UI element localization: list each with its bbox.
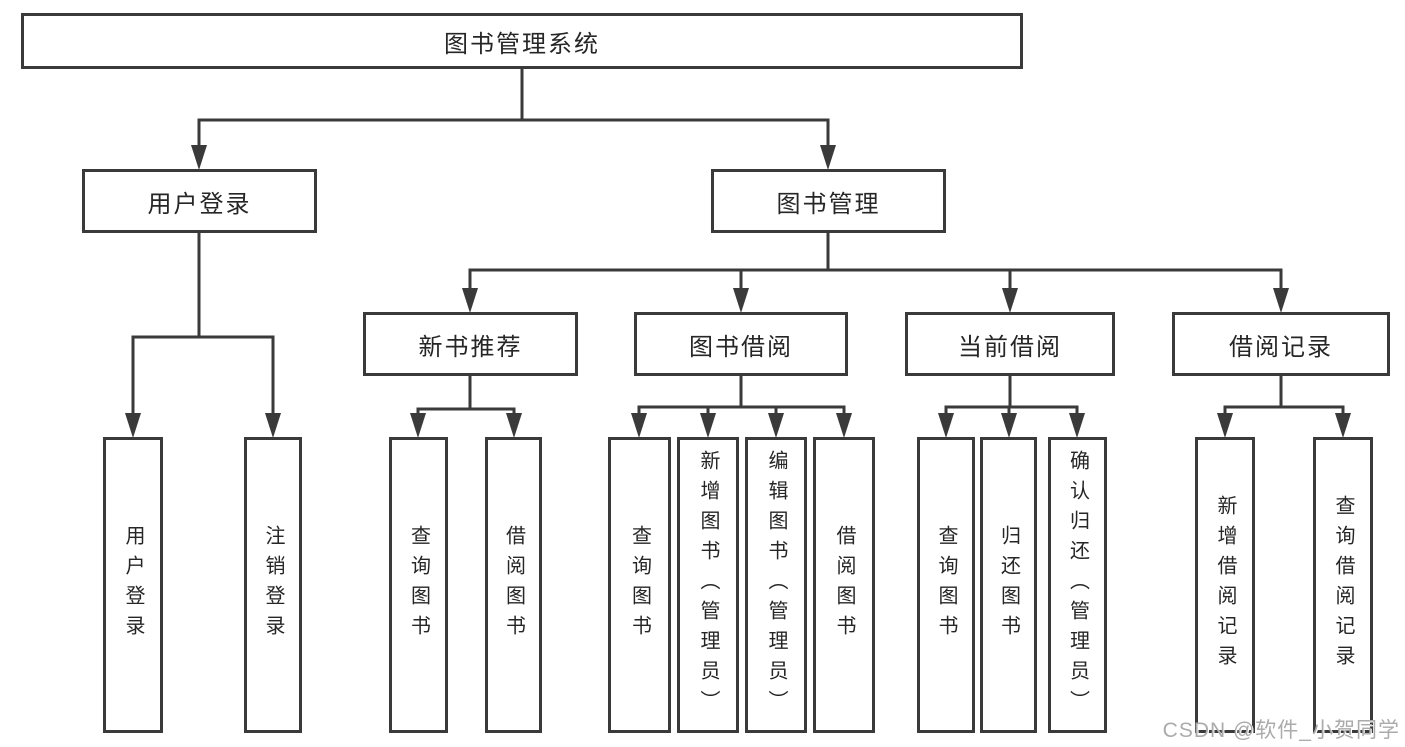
node-leaf-add-borrow-record: 新增借阅记录 xyxy=(1195,437,1255,733)
node-leaf-borrow-books: 借阅图书 xyxy=(485,437,542,733)
node-label: 当前借阅 xyxy=(958,333,1062,361)
node-book-management: 图书管理 xyxy=(711,169,946,233)
node-leaf-borrow-books: 借阅图书 xyxy=(813,437,875,733)
node-leaf-query-books: 查询图书 xyxy=(608,437,671,733)
node-label: 图书借阅 xyxy=(689,333,793,361)
csdn-watermark: CSDN @软件_小贺同学 xyxy=(1162,719,1400,742)
node-label: 用户登录 xyxy=(147,190,252,218)
node-label: 编辑图书（管理员） xyxy=(765,450,787,720)
node-leaf-query-books: 查询图书 xyxy=(917,437,975,733)
node-label: 查询图书 xyxy=(407,525,430,645)
node-user-login: 用户登录 xyxy=(82,169,317,233)
node-label: 归还图书 xyxy=(997,525,1020,645)
node-label: 借阅图书 xyxy=(833,525,855,645)
node-leaf-logout: 注销登录 xyxy=(244,437,302,733)
node-borrowing-records: 借阅记录 xyxy=(1172,312,1390,376)
node-label: 注销登录 xyxy=(262,525,284,645)
node-leaf-query-books: 查询图书 xyxy=(389,437,448,733)
node-label: 查询图书 xyxy=(935,525,957,645)
node-label: 借阅记录 xyxy=(1229,333,1333,361)
node-leaf-add-books-admin: 新增图书（管理员） xyxy=(677,437,739,733)
node-label: 确认归还（管理员） xyxy=(1066,450,1089,720)
node-leaf-edit-books-admin: 编辑图书（管理员） xyxy=(745,437,807,733)
node-label: 查询图书 xyxy=(628,525,651,645)
node-leaf-query-borrow-record: 查询借阅记录 xyxy=(1313,437,1373,733)
node-label: 查询借阅记录 xyxy=(1332,495,1354,675)
node-label: 用户登录 xyxy=(122,525,144,645)
node-new-book-recommend: 新书推荐 xyxy=(363,312,578,376)
node-label: 新增借阅记录 xyxy=(1214,495,1236,675)
node-current-borrowing: 当前借阅 xyxy=(905,312,1115,376)
node-label: 借阅图书 xyxy=(502,525,525,645)
node-leaf-return-books: 归还图书 xyxy=(980,437,1037,733)
node-book-borrowing: 图书借阅 xyxy=(634,312,848,376)
node-label: 新书推荐 xyxy=(418,333,523,361)
node-leaf-confirm-return-admin: 确认归还（管理员） xyxy=(1048,437,1107,733)
node-label: 图书管理 xyxy=(776,190,881,218)
node-label: 新增图书（管理员） xyxy=(697,450,719,720)
node-leaf-user-login: 用户登录 xyxy=(103,437,163,733)
node-system-root: 图书管理系统 xyxy=(21,13,1023,69)
node-label: 图书管理系统 xyxy=(444,30,600,58)
